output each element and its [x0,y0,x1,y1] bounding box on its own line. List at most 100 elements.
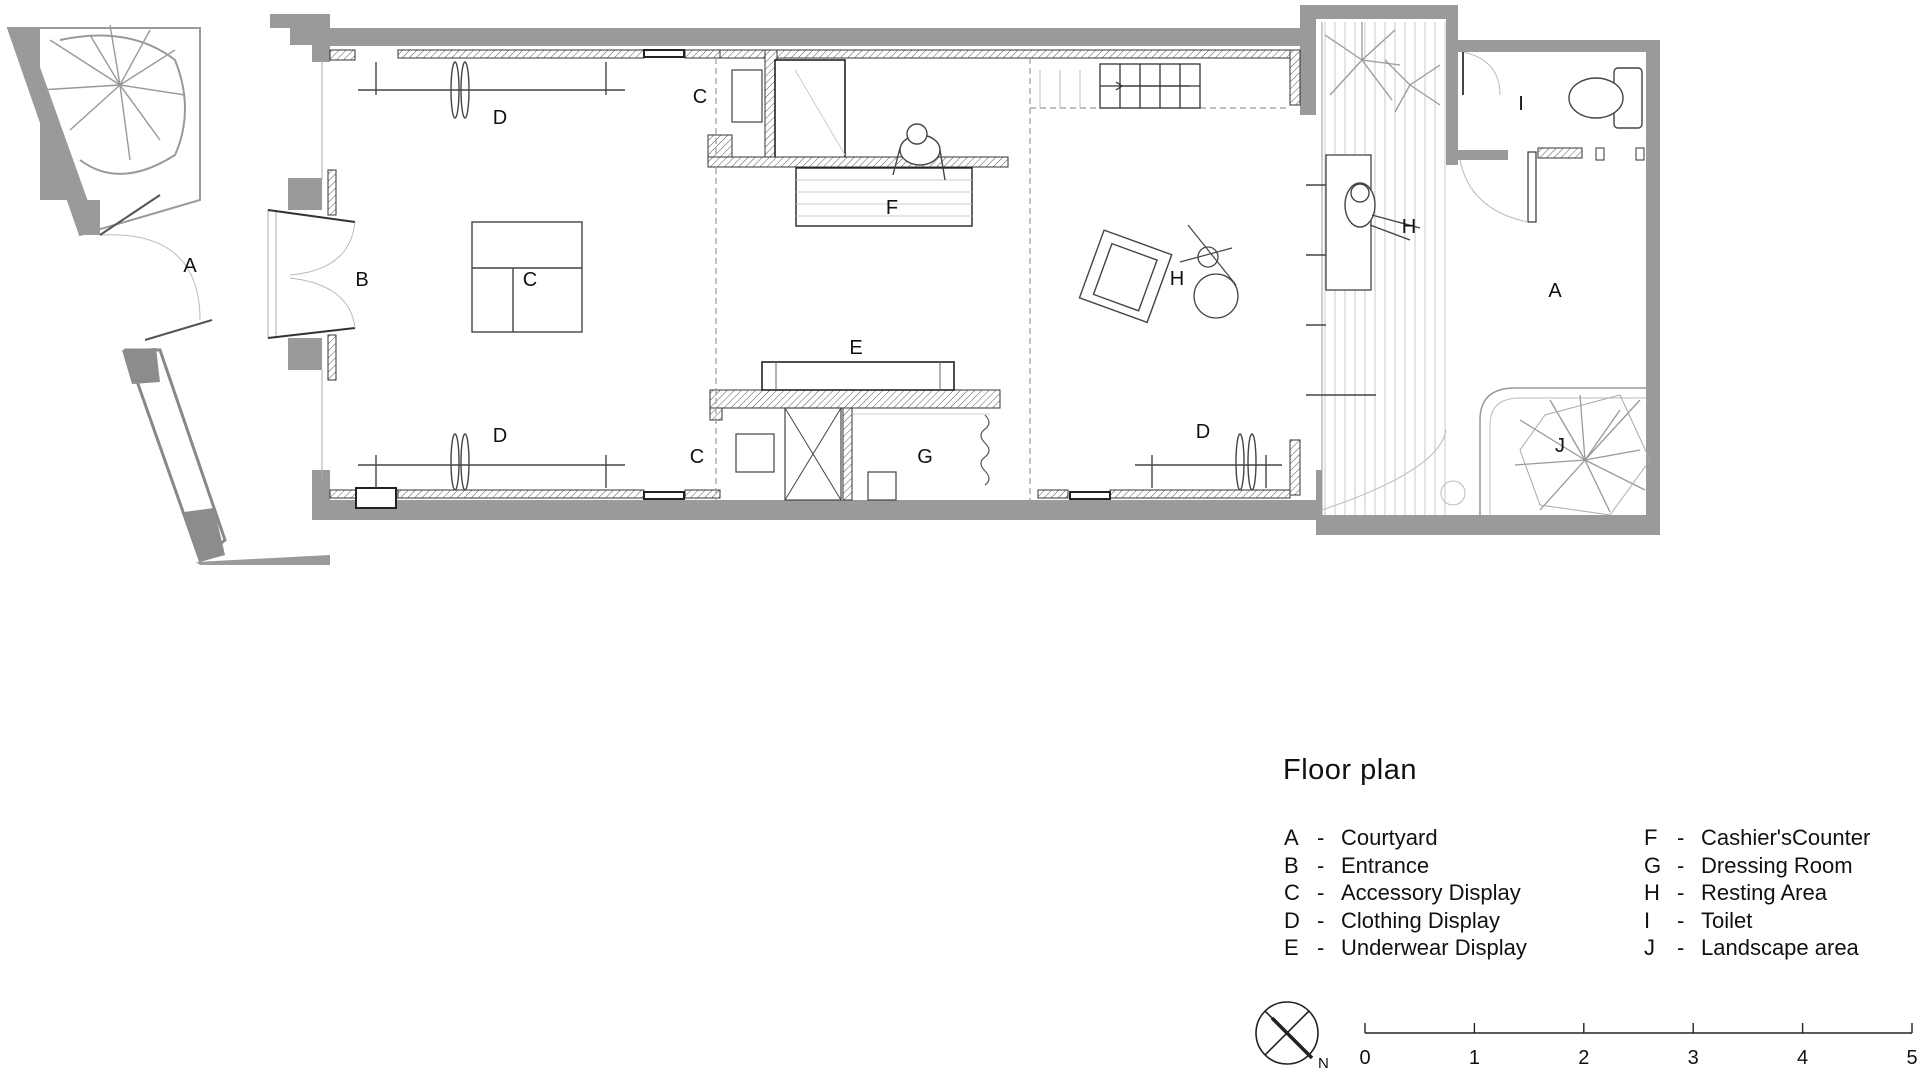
cashier-counter [795,167,973,227]
scale-tick-label: 2 [1578,1047,1589,1069]
legend-item-name: Toilet [1701,907,1753,933]
scale-tick-label: 0 [1359,1047,1370,1069]
legend-item-code: A [1284,825,1299,850]
wall-far-bottom [1316,515,1660,535]
wall-left-bottom [312,470,330,520]
wall-far-right [1646,40,1660,535]
legend-item-dash: - [1317,907,1325,933]
wall-toilet-left [1446,5,1458,165]
room-tag-courtyard-right: A [1548,280,1562,302]
room-tag-landscape: J [1555,435,1565,457]
legend-item-name: Accessory Display [1341,880,1521,905]
legend-item-name: Dressing Room [1701,852,1853,878]
legend-item-code: I [1644,907,1651,933]
legend-item-name: Resting Area [1701,880,1827,905]
courtyard-left-wall-bottom [196,555,330,565]
legend-item-code: F [1644,825,1658,850]
compass-icon [1255,1001,1319,1065]
accessory-table [471,221,583,333]
cashier-person-icon [892,123,946,181]
legend-item-dash: - [1317,825,1325,850]
room-tag-toilet: I [1518,93,1524,115]
legend-item-dash: - [1317,880,1325,905]
wall-deck-bottom [1316,470,1322,520]
deck-area [1306,22,1466,515]
entrance-jamb-top [288,178,322,210]
wall-toilet-top [1458,40,1658,52]
scale-bar: 0 1 2 3 4 5 [1359,1023,1918,1069]
north-label: N [1318,1055,1329,1072]
legend-item-code: D [1284,907,1300,933]
entrance [267,60,356,480]
legend-item-name: Courtyard [1341,825,1438,850]
legend-item-dash: - [1677,935,1685,960]
underwear-display [761,361,955,391]
scale-tick-label: 5 [1906,1047,1917,1069]
legend-item-name: Underwear Display [1341,935,1527,960]
courtyard-left-gate-2 [144,319,213,341]
cashier-zone [707,59,1009,227]
room-tag-accessory-bottom: C [690,446,704,468]
room-tag-courtyard-left: A [183,255,197,277]
staircase [1039,63,1201,109]
scale-tick-label: 3 [1688,1047,1699,1069]
courtyard-left-pillar [122,348,160,384]
legend-item-code: E [1284,935,1299,960]
dressing-curtain [980,414,990,486]
courtyard-left [6,14,330,565]
toilet-fixture [1568,67,1643,129]
legend-item-dash: - [1677,825,1685,850]
room-tag-accessory-top: C [693,86,707,108]
room-tag-cashier: F [886,197,898,219]
interior-linings [327,49,1301,501]
legend-item-name: Landscape area [1701,935,1859,960]
room-tag-accessory-table: C [523,269,537,291]
side-table [1193,273,1239,319]
room-tag-dressing: G [917,446,933,468]
wall-top [330,28,1300,46]
wall-right-upper [1300,5,1316,115]
room-tag-resting-deck: H [1402,216,1416,238]
room-tag-entrance: B [355,269,368,291]
legend-item-code: C [1284,880,1300,905]
wall-windows [355,49,1111,509]
courtyard-left-tree-planter [59,34,186,175]
courtyard-left-gate-swing [99,234,201,321]
wall-left-top [312,28,330,62]
legend-item-dash: - [1317,935,1325,960]
legend-item-code: J [1644,935,1655,960]
room-tag-resting-center: H [1170,268,1184,290]
courtyard-left-pillar-bottom [184,508,225,562]
wall-deck-top [1300,5,1458,19]
deck-plants [1324,22,1441,113]
legend-title: Floor plan [1283,754,1417,786]
entrance-jamb-bottom [288,338,322,370]
scale-tick-label: 4 [1797,1047,1808,1069]
legend-item-code: G [1644,852,1662,878]
room-tags: A B C C C D D D E F G H H I A J [183,86,1565,468]
room-tag-clothing-right: D [1196,421,1210,443]
deck-person-icon [1344,182,1421,241]
courtyard-left-wall-diagonal [8,28,100,235]
scale-tick-label: 1 [1469,1047,1480,1069]
legend-item-dash: - [1317,852,1325,878]
legend-item-name: Entrance [1341,852,1430,878]
landscape-area [1479,387,1651,516]
legend-item-dash: - [1677,852,1685,878]
legend-item-code: B [1284,852,1299,878]
north-arrow: N [1255,1001,1329,1072]
clothing-racks [358,61,1282,491]
toilet-room [1458,51,1645,223]
legend-item-name: Cashier'sCounter [1701,825,1871,850]
legend-item-dash: - [1677,907,1685,933]
legend-item-code: H [1644,880,1660,905]
courtyard-left-gate [99,194,161,236]
dressing-zone [735,407,990,501]
legend-item-name: Clothing Display [1341,907,1500,933]
resting-area [1078,224,1239,324]
room-tag-clothing-top: D [493,107,507,129]
shop-walls [288,5,1660,535]
room-tag-clothing-bottom: D [493,425,507,447]
legend-item-dash: - [1677,880,1685,905]
